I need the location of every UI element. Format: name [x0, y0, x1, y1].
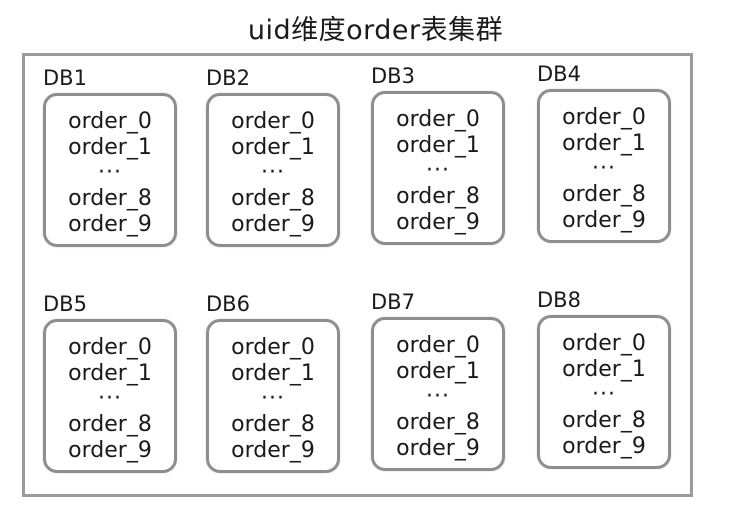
- db-node-7: DB7 order_0 order_1 ··· order_8 order_9: [371, 290, 531, 490]
- table-name: order_0: [396, 107, 480, 132]
- db-node-3: DB3 order_0 order_1 ··· order_8 order_9: [371, 64, 531, 264]
- db-table-box: order_0 order_1 ··· order_8 order_9: [537, 89, 671, 243]
- table-name: order_0: [68, 109, 152, 134]
- db-label: DB4: [537, 62, 581, 86]
- db-label: DB8: [537, 288, 581, 312]
- table-name: order_1: [562, 130, 646, 156]
- table-name: order_8: [396, 184, 480, 209]
- db-table-box: order_0 order_1 ··· order_8 order_9: [371, 91, 505, 245]
- table-name: order_0: [231, 335, 315, 360]
- db-table-box: order_0 order_1 ··· order_8 order_9: [206, 93, 340, 247]
- table-name: order_8: [68, 186, 152, 211]
- table-ellipsis: ···: [592, 382, 616, 407]
- table-name: order_1: [396, 132, 480, 158]
- table-name: order_8: [231, 412, 315, 437]
- table-name: order_0: [396, 333, 480, 358]
- table-name: order_9: [396, 435, 480, 461]
- diagram-title: uid维度order表集群: [247, 15, 504, 46]
- db-node-4: DB4 order_0 order_1 ··· order_8 order_9: [537, 62, 697, 262]
- table-name: order_0: [562, 105, 646, 130]
- table-name: order_1: [68, 360, 152, 386]
- db-label: DB5: [43, 292, 87, 316]
- table-ellipsis: ···: [261, 386, 285, 411]
- table-name: order_8: [68, 412, 152, 437]
- db-table-box: order_0 order_1 ··· order_8 order_9: [43, 93, 177, 247]
- db-node-5: DB5 order_0 order_1 ··· order_8 order_9: [43, 292, 203, 492]
- db-node-1: DB1 order_0 order_1 ··· order_8 order_9: [43, 66, 203, 266]
- db-table-box: order_0 order_1 ··· order_8 order_9: [206, 319, 340, 473]
- table-ellipsis: ···: [98, 160, 122, 185]
- order-table-cluster: DB1 order_0 order_1 ··· order_8 order_9 …: [22, 53, 693, 497]
- db-table-box: order_0 order_1 ··· order_8 order_9: [43, 319, 177, 473]
- db-label: DB1: [43, 66, 87, 90]
- db-label: DB3: [371, 64, 415, 88]
- table-name: order_8: [231, 186, 315, 211]
- table-name: order_9: [231, 437, 315, 463]
- table-name: order_9: [396, 209, 480, 235]
- table-name: order_1: [396, 358, 480, 384]
- table-name: order_8: [396, 410, 480, 435]
- table-ellipsis: ···: [426, 158, 450, 183]
- db-node-2: DB2 order_0 order_1 ··· order_8 order_9: [206, 66, 366, 266]
- table-name: order_9: [562, 207, 646, 233]
- db-node-6: DB6 order_0 order_1 ··· order_8 order_9: [206, 292, 366, 492]
- table-ellipsis: ···: [426, 384, 450, 409]
- table-name: order_1: [231, 134, 315, 160]
- table-ellipsis: ···: [592, 156, 616, 181]
- table-name: order_1: [68, 134, 152, 160]
- db-node-8: DB8 order_0 order_1 ··· order_8 order_9: [537, 288, 697, 488]
- table-name: order_9: [68, 437, 152, 463]
- table-name: order_0: [68, 335, 152, 360]
- table-name: order_0: [231, 109, 315, 134]
- table-ellipsis: ···: [261, 160, 285, 185]
- table-name: order_9: [231, 211, 315, 237]
- table-name: order_0: [562, 331, 646, 356]
- table-name: order_1: [231, 360, 315, 386]
- table-name: order_9: [68, 211, 152, 237]
- db-label: DB2: [206, 66, 250, 90]
- table-ellipsis: ···: [98, 386, 122, 411]
- db-table-box: order_0 order_1 ··· order_8 order_9: [537, 315, 671, 469]
- table-name: order_8: [562, 408, 646, 433]
- db-label: DB6: [206, 292, 250, 316]
- table-name: order_8: [562, 182, 646, 207]
- db-table-box: order_0 order_1 ··· order_8 order_9: [371, 317, 505, 471]
- table-name: order_1: [562, 356, 646, 382]
- db-label: DB7: [371, 290, 415, 314]
- table-name: order_9: [562, 433, 646, 459]
